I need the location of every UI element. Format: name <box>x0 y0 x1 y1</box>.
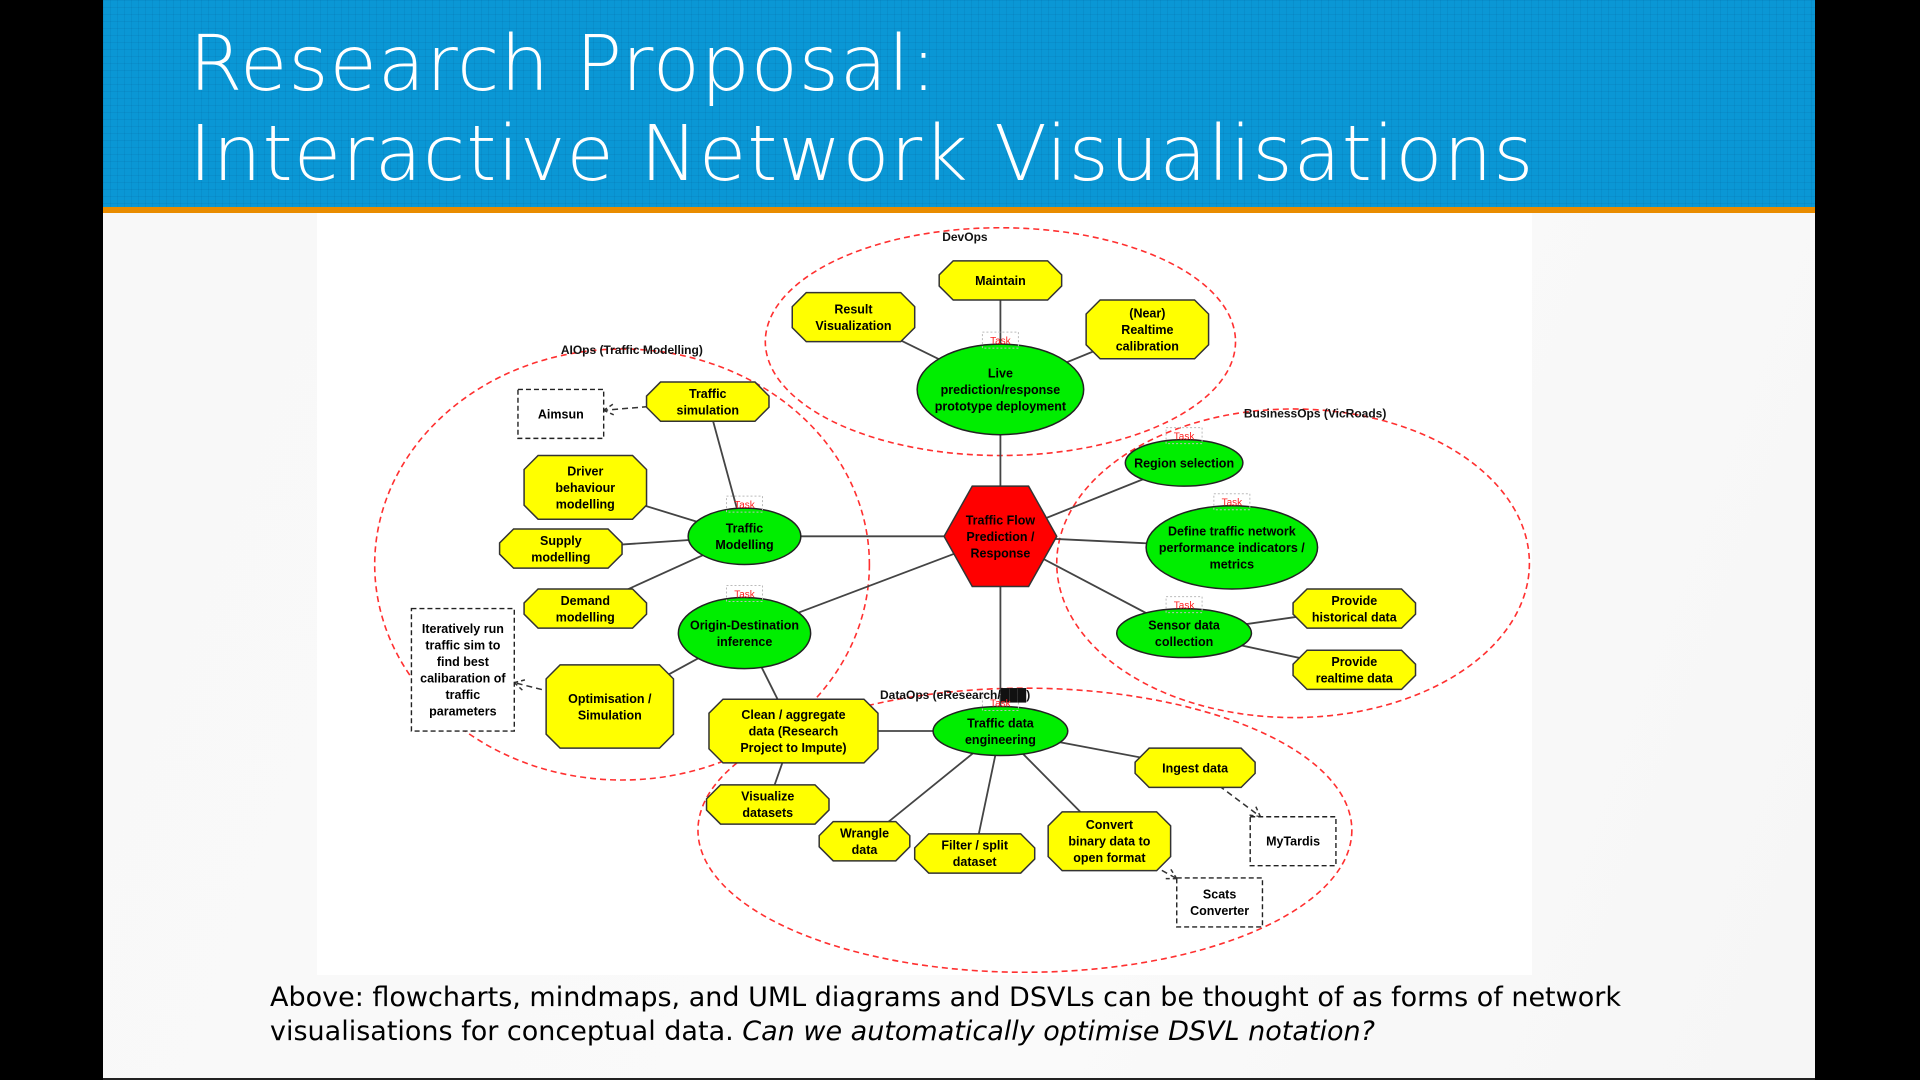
subtask-node-trafficsim <box>645 381 770 422</box>
subtask-node-clean <box>708 698 879 764</box>
group-label-devops: DevOps <box>942 230 988 244</box>
group-boundary-dataops <box>697 687 1353 974</box>
task-node-trafficmod <box>687 507 802 566</box>
subtask-node-ingest <box>1134 747 1256 789</box>
task-badge: Task <box>1222 498 1244 509</box>
subtask-node-optim <box>545 664 675 749</box>
task-badge-frame <box>981 694 1019 712</box>
note-label-aimsun: Aimsun <box>538 407 584 421</box>
slide-caption: Above: flowcharts, mindmaps, and UML dia… <box>270 981 1770 1049</box>
subtask-label-optim: Optimisation /Simulation <box>568 692 652 723</box>
title-banner: Research Proposal: Interactive Network V… <box>103 0 1815 207</box>
caption-text: Above: flowcharts, mindmaps, and UML dia… <box>270 982 1621 1047</box>
note-box-aimsun <box>517 388 605 440</box>
arrowhead-icon <box>1246 813 1261 818</box>
task-node-tde <box>932 705 1069 757</box>
slide-bottom-edge <box>103 1078 1815 1080</box>
subtask-label-ingest: Ingest data <box>1162 761 1229 775</box>
group-label-aiops: AIOps (Traffic Modelling) <box>561 343 703 357</box>
subtask-node-hist <box>1292 588 1417 629</box>
arrowhead-icon <box>1168 866 1178 880</box>
note-box-scats <box>1176 877 1264 928</box>
subtask-node-filter <box>913 833 1036 874</box>
note-label-mytardis: MyTardis <box>1266 835 1320 849</box>
subtask-label-maintain: Maintain <box>975 274 1026 288</box>
task-label-region: Region selection <box>1134 456 1234 470</box>
subtask-node-convert <box>1047 811 1172 872</box>
subtask-node-resultviz <box>791 291 916 343</box>
subtask-node-nearrt <box>1085 299 1210 360</box>
subtask-node-driver <box>523 454 648 520</box>
note-box-mytardis <box>1249 816 1337 867</box>
group-boundary-aiops <box>373 348 871 781</box>
group-label-businessops: BusinessOps (VicRoads) <box>1244 407 1387 421</box>
central-node-hexagon <box>943 485 1058 588</box>
title-line-2: Interactive Network Visualisations <box>189 110 1535 199</box>
task-badge: Task <box>734 590 756 601</box>
task-badge: Task <box>1174 601 1196 612</box>
task-badge: Task <box>1174 432 1196 443</box>
subtask-node-supply <box>498 528 623 569</box>
group-label-dataops: DataOps (eResearch/███) <box>880 688 1030 703</box>
subtask-node-vizds <box>705 784 830 825</box>
group-boundary-businessops <box>1055 408 1531 719</box>
subtask-node-rt <box>1292 649 1417 691</box>
task-node-region <box>1124 438 1244 487</box>
arrowhead-icon <box>514 678 529 684</box>
slide-title: Research Proposal: Interactive Network V… <box>189 20 1534 200</box>
accent-bar <box>103 207 1815 213</box>
task-badge-frame <box>981 331 1019 349</box>
task-node-od <box>677 596 812 670</box>
arrowhead-icon <box>1253 803 1262 818</box>
title-line-1: Research Proposal: <box>189 20 938 109</box>
arrowhead-icon <box>603 409 617 417</box>
subtask-node-wrangle <box>818 820 911 862</box>
note-box-iter <box>410 607 515 732</box>
task-node-kpi <box>1145 504 1319 590</box>
slide: Research Proposal: Interactive Network V… <box>103 0 1815 1078</box>
subtask-node-demand <box>523 588 648 629</box>
task-badge: Task <box>990 699 1012 710</box>
subtask-node-maintain <box>938 260 1063 301</box>
task-badge: Task <box>990 336 1012 347</box>
task-node-sensor <box>1115 607 1253 659</box>
dependency-optim-iter <box>514 681 610 708</box>
caption-question: Can we automatically optimise DSVL notat… <box>742 1016 1375 1047</box>
task-badge: Task <box>734 500 756 511</box>
task-node-live <box>916 343 1085 436</box>
